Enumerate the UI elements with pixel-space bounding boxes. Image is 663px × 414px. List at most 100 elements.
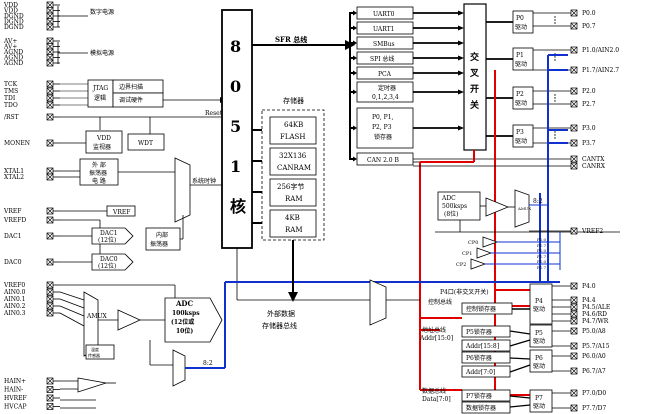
jtag-logic-l2: 逻辑 [94, 94, 106, 102]
core-char-1: 0 [230, 77, 241, 96]
pin-p4-4[interactable]: P4.7/WR [570, 317, 609, 325]
pin-bottom-1[interactable]: HAIN- [4, 386, 60, 394]
boundary-scan-label: 边界扫描 [119, 83, 143, 91]
cmp-0-pin-a: P1.0 [537, 237, 547, 242]
pin-bottom-2[interactable]: HVREF [4, 394, 60, 402]
adc8-l3: (8位) [444, 210, 459, 218]
pin-p0-1[interactable]: P0.7 [570, 22, 596, 30]
ctrl-bus-label: 控制总线 [428, 298, 452, 306]
p5-latch-label: P5锁存器 [466, 328, 492, 336]
pin-p2-0[interactable]: P2.0 [570, 87, 596, 95]
pin-vref-0[interactable]: VREF [3, 207, 60, 215]
ratio-label-left: 8:2 [203, 360, 213, 367]
pin-vref-1[interactable]: VREFD [3, 216, 60, 224]
pin-power-2[interactable]: DGND [4, 12, 60, 20]
pin-power-0[interactable]: VDD [3, 1, 60, 9]
pin-p2-1[interactable]: P2.7 [570, 100, 596, 108]
analog-power-label: 模拟电源 [90, 49, 114, 57]
pin-cantx[interactable]: CANTX [570, 155, 605, 163]
pin-xtal-0[interactable]: XTAL1 [4, 167, 60, 175]
p6-latch-label: P6锁存器 [466, 354, 492, 362]
pin-dac1[interactable]: DAC1 [4, 232, 60, 240]
pin-power-1-label: VDD [3, 8, 18, 15]
pin-power-4[interactable]: DGND [4, 23, 60, 31]
latches-box [356, 107, 414, 149]
pin-adc-4[interactable]: AIN0.3 [3, 309, 60, 317]
pin-power-0-label: VDD [3, 2, 18, 9]
pin-p5-1[interactable]: P5.7/A15 [570, 342, 610, 350]
pin-vref2[interactable]: VREF2 [570, 227, 603, 235]
data-bus-l2: Data[7:0] [422, 396, 451, 403]
pin-adc-0[interactable]: VREF0 [3, 281, 60, 289]
pin-dac0[interactable]: DAC0 [4, 258, 60, 266]
pin-p1-0[interactable]: P1.0/AIN2.0 [570, 46, 619, 54]
ext-bus-l1: 外部数据 [267, 309, 295, 318]
pin-jtag-tdi[interactable]: TDI [4, 94, 60, 102]
pin-p4-1[interactable]: P4.4 [570, 296, 596, 304]
can-label: CAN 2.0 B [367, 157, 400, 164]
p4-bus-label: P4口(非交叉开关) [440, 288, 489, 296]
ext-osc-l3: 电 路 [92, 177, 106, 185]
p3-driver-title: P3 [516, 129, 524, 136]
pin-adc-3[interactable]: AIN0.2 [3, 302, 60, 310]
pin-adc-2[interactable]: AIN0.1 [3, 295, 60, 303]
pin-jtag-tdo[interactable]: TDO [4, 101, 60, 109]
pin-jtag-tdo-label: TDO [4, 102, 18, 109]
dac1-box [91, 227, 134, 245]
pin-p3-1[interactable]: P3.7 [570, 139, 596, 147]
cmp-0-label: CP0 [468, 240, 478, 246]
pin-p7-1[interactable]: P7.7/D7 [570, 404, 606, 412]
amux-bottom [172, 349, 186, 387]
pin-p4-3[interactable]: P4.6/RD [570, 310, 607, 318]
pin-xtal-1[interactable]: XTAL2 [4, 173, 60, 181]
pin-bottom-0[interactable]: HAIN+ [4, 377, 60, 385]
cmp-1-pin-b: P1.7 [537, 254, 547, 259]
pin-analog-4-label: AGND [3, 60, 23, 67]
pin-jtag-tck[interactable]: TCK [4, 80, 60, 88]
core-char-4: 核 [230, 197, 246, 216]
p2-driver-title: P2 [516, 91, 524, 98]
pin-p4-0-label: P4.0 [582, 283, 596, 290]
uart0-label: UART0 [373, 11, 395, 18]
jtag-logic-box [87, 79, 114, 108]
p7-latch: P7锁存器 [461, 389, 511, 402]
dac1-l2: (12位) [98, 236, 116, 244]
pin-p4-3-label: P4.6/RD [582, 311, 607, 318]
pin-adc-3-label: AIN0.2 [3, 303, 26, 310]
pin-monen[interactable]: MONEN [4, 139, 60, 147]
pin-canrx[interactable]: CANRX [570, 162, 606, 170]
pin-p3-0[interactable]: P3.0 [570, 124, 596, 132]
adc-big-l2: 100ksps [172, 310, 200, 317]
pin-p0-0[interactable]: P0.0 [570, 9, 596, 17]
pin-p7-0[interactable]: P7.0/D0 [570, 389, 606, 397]
pin-p6-0[interactable]: P6.0/A0 [570, 352, 606, 360]
core-char-3: 1 [230, 157, 241, 176]
pin-p4-0[interactable]: P4.0 [570, 282, 596, 290]
left-pin-column: 数字电源 模拟电源 [57, 6, 114, 64]
pin-jtag-tms[interactable]: TMS [4, 87, 60, 95]
pin-p4-2[interactable]: P4.5/ALE [570, 303, 610, 311]
pin-bottom-1-label: HAIN- [4, 387, 23, 394]
pin-analog-0-label: AV+ [3, 38, 17, 45]
uart1-label: UART1 [373, 26, 394, 33]
addr158-latch-label: Addr[15:8] [465, 343, 499, 350]
pin-vref2-label: VREF2 [581, 228, 603, 235]
pin-xtal-1-label: XTAL2 [4, 174, 24, 181]
pin-p6-1[interactable]: P6.7/A7 [570, 367, 606, 375]
pin-rst[interactable]: /RST [4, 113, 60, 121]
pin-bottom-3[interactable]: HVCAP [4, 403, 60, 411]
pin-p5-0[interactable]: P5.0/A8 [570, 327, 606, 335]
adc-big-l3: (12位或 [171, 318, 194, 326]
pin-analog-4[interactable]: AGND [3, 59, 60, 67]
pin-p6-0-label: P6.0/A0 [582, 353, 606, 360]
int-osc-l2: 振荡器 [150, 240, 168, 248]
ram4k-box [269, 209, 317, 238]
pin-power-2-label: DGND [4, 13, 24, 20]
pin-analog-3[interactable]: AGND [3, 54, 60, 62]
pin-power-1[interactable]: VDD [3, 7, 60, 15]
pin-adc-1[interactable]: AIN0.0 [3, 288, 60, 296]
pin-p1-1[interactable]: P1.7/AIN2.7 [570, 66, 619, 74]
jtag-logic-l1: JTAG [92, 85, 108, 92]
canram-box [269, 147, 317, 176]
